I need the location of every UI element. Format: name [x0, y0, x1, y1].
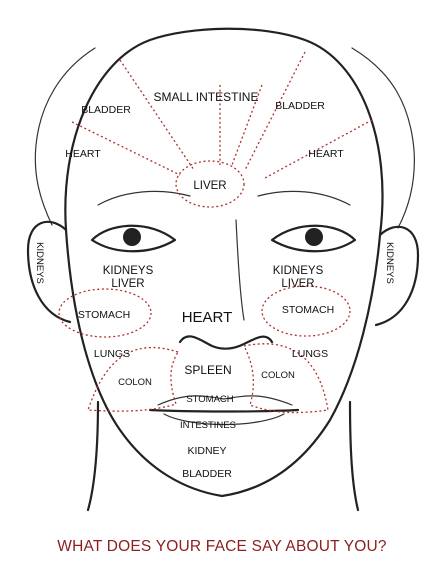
zone-ray-6: [231, 84, 263, 166]
face-outline: [64, 27, 384, 498]
neck-left: [86, 400, 100, 512]
label-bladder-left: BLADDER: [81, 104, 131, 116]
label-colon-left: COLON: [118, 377, 152, 388]
zone-labels: SMALL INTESTINE BLADDER BLADDER HEART HE…: [34, 90, 395, 480]
label-kidneys-ear-right: KIDNEYS: [384, 242, 395, 284]
label-heart-center: HEART: [182, 309, 233, 326]
zone-ray-1: [119, 59, 195, 171]
label-small-intestine: SMALL INTESTINE: [154, 90, 259, 104]
zone-ray-4: [264, 119, 373, 179]
label-colon-right: COLON: [261, 370, 295, 381]
neck-right: [348, 400, 360, 512]
nose-tip: [178, 335, 274, 350]
label-liver-left: LIVER: [111, 278, 144, 290]
label-stomach-mouth: STOMACH: [186, 394, 233, 405]
label-bladder-chin: BLADDER: [182, 468, 232, 480]
ear-left: [26, 220, 72, 324]
label-spleen: SPLEEN: [184, 363, 231, 377]
eye-right: [270, 224, 357, 253]
hair-left: [34, 47, 96, 226]
mouth-upper: [157, 395, 293, 406]
label-kidneys-left: KIDNEYS: [103, 265, 154, 277]
label-liver-forehead: LIVER: [193, 180, 226, 192]
label-stomach-right: STOMACH: [282, 304, 334, 316]
zone-ray-2: [71, 121, 181, 176]
face-drawing: [26, 27, 420, 512]
diagram-title: WHAT DOES YOUR FACE SAY ABOUT YOU?: [57, 538, 387, 555]
zone-ray-3: [244, 51, 306, 171]
label-intestines: INTESTINES: [180, 420, 236, 431]
mouth-line: [148, 408, 300, 413]
nose-bridge: [235, 219, 245, 321]
label-lungs-left: LUNGS: [94, 348, 130, 360]
label-kidney: KIDNEY: [187, 445, 226, 457]
zone-stomach-right-oval: [261, 285, 351, 337]
label-kidneys-ear-left: KIDNEYS: [34, 242, 45, 284]
label-heart-left: HEART: [65, 148, 101, 160]
mouth-lower: [163, 413, 285, 426]
label-kidneys-right: KIDNEYS: [273, 265, 324, 277]
ear-right: [374, 225, 420, 327]
label-liver-right: LIVER: [281, 278, 314, 290]
label-bladder-right: BLADDER: [275, 100, 325, 112]
zone-colon-left: [87, 346, 179, 412]
label-stomach-left: STOMACH: [78, 309, 130, 321]
iris-right: [305, 228, 323, 246]
label-heart-right: HEART: [308, 148, 344, 160]
zone-liver-oval: [175, 160, 245, 208]
eyebrow-right: [257, 190, 351, 206]
zone-lines: [58, 51, 373, 414]
hair-right: [351, 47, 415, 229]
eyebrow-left: [97, 190, 191, 206]
zone-stomach-left-oval: [58, 288, 152, 338]
iris-left: [123, 228, 141, 246]
eye-left: [90, 224, 177, 253]
label-lungs-right: LUNGS: [292, 348, 328, 360]
